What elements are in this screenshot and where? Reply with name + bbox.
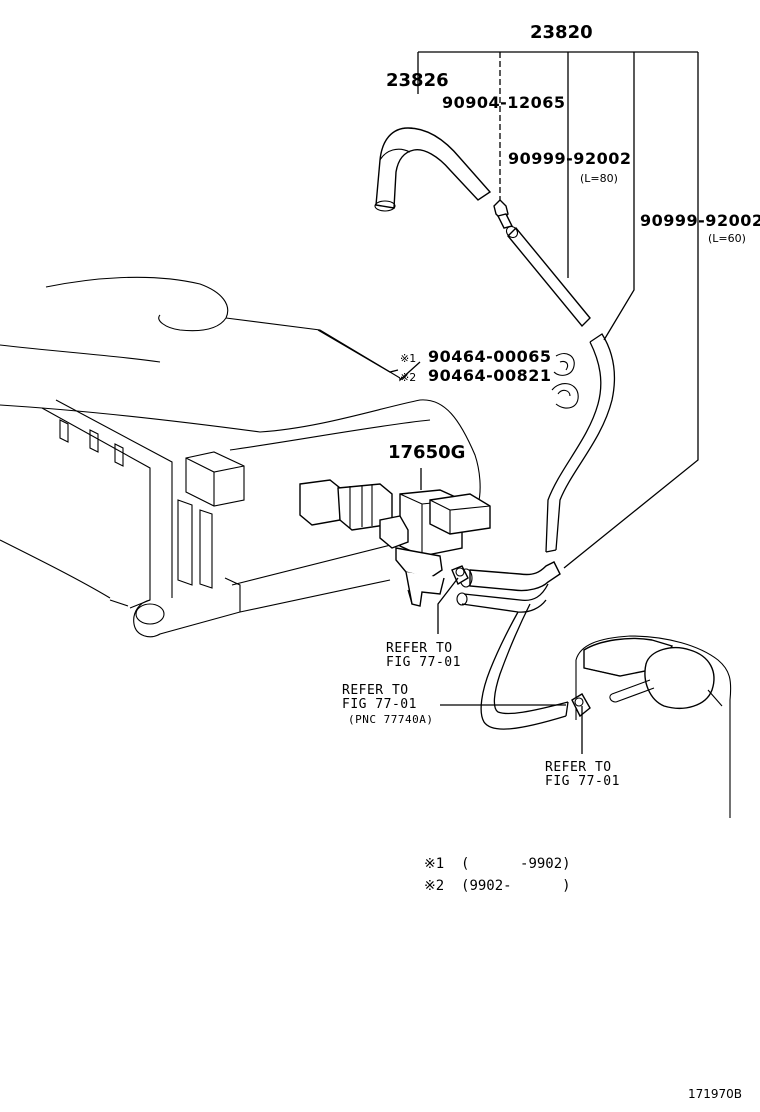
label-90999-92002-a: 90999-92002: [508, 149, 631, 168]
label-23826: 23826: [386, 70, 449, 91]
ref3-line1: REFER TO: [545, 760, 612, 775]
clip-90464: [551, 353, 579, 409]
ref1-line2: FIG 77-01: [386, 655, 461, 670]
label-23820: 23820: [530, 22, 593, 43]
label-length-b: (L=60): [708, 232, 746, 245]
ref2-line2: FIG 77-01: [342, 697, 417, 712]
hose-90999-92002-L80: [505, 225, 591, 328]
ref2-line1: REFER TO: [342, 683, 409, 698]
label-90464-00065: 90464-00065: [428, 347, 551, 366]
hose-23826: [374, 127, 492, 212]
footnote-1: ※1 ( -9902): [424, 856, 571, 872]
vsv-valve-17650G: [299, 479, 491, 607]
figure-id: 171970B: [688, 1087, 742, 1101]
leader-lines: [317, 51, 699, 754]
label-length-a: (L=80): [580, 172, 618, 185]
hose-90999-92002-L60: [545, 333, 615, 553]
note1-mark: ※1: [400, 352, 416, 365]
footnote-2: ※2 (9902- ): [424, 878, 571, 894]
ref2-line3: (PNC 77740A): [348, 713, 433, 726]
charcoal-canister: [571, 635, 732, 818]
fitting-90904-12065: [493, 199, 514, 229]
engine-outline: [0, 276, 481, 638]
label-90904-12065: 90904-12065: [442, 93, 565, 112]
label-90999-92002-b: 90999-92002: [640, 211, 760, 230]
label-17650G: 17650G: [388, 442, 465, 463]
lower-hoses: [451, 561, 569, 730]
note2-mark: ※2: [400, 371, 416, 384]
label-90464-00821: 90464-00821: [428, 366, 551, 385]
ref1-line1: REFER TO: [386, 641, 453, 656]
ref3-line2: FIG 77-01: [545, 774, 620, 789]
